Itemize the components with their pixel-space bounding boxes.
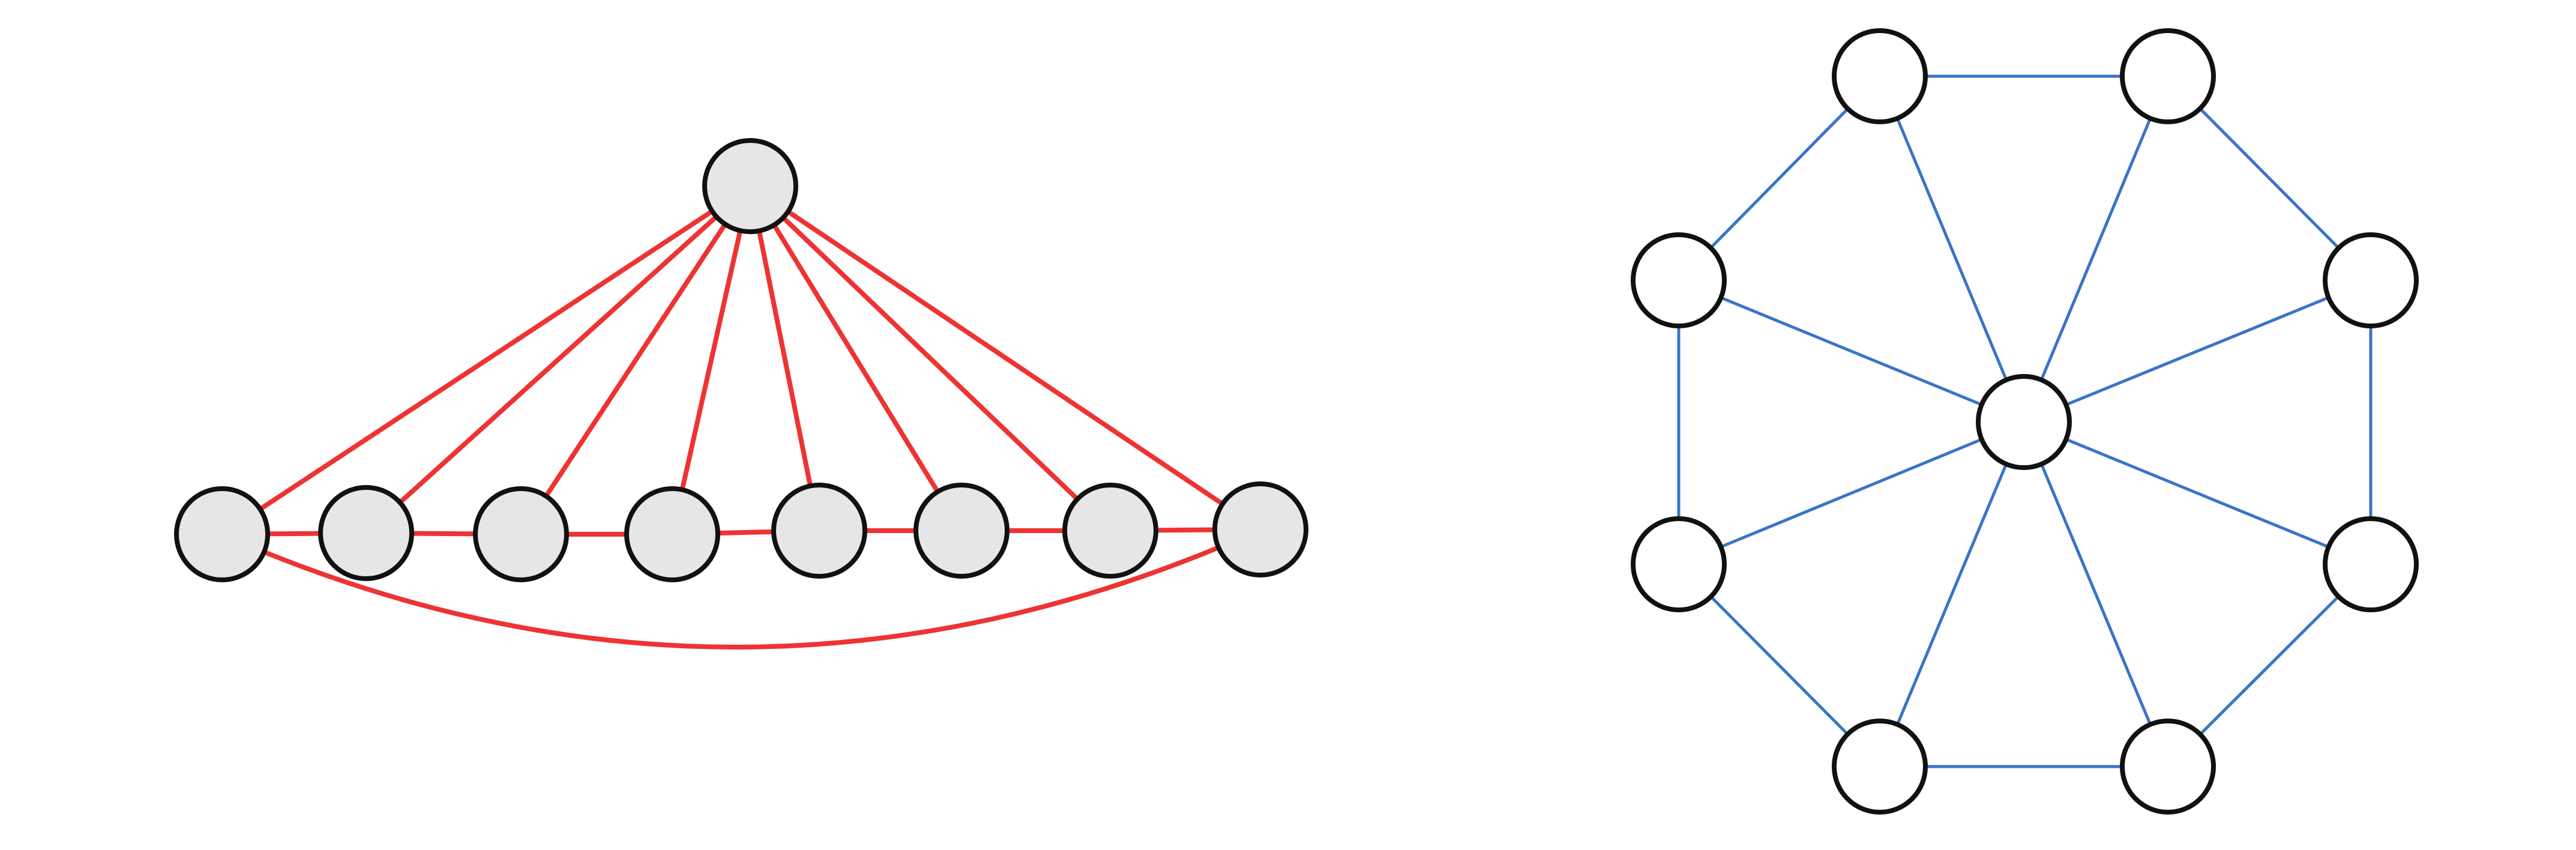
wheel-graph-node-8 [1631,232,1727,328]
wheel-graph-edge-0-6 [1878,421,2026,767]
wheel-graph-node-3 [2323,232,2419,328]
fan-graph-node-0 [702,138,798,234]
wheel-graph-edge-0-7 [1678,420,2024,566]
wheel-graph-node-4 [2323,516,2419,612]
wheel-graph-node-2 [2120,28,2216,124]
fan-graph-edge-0-7 [748,184,1112,532]
fan-graph-edge-0-1 [220,184,752,537]
wheel-graph-nodes [1631,28,2419,815]
wheel-graph-edge-0-8 [1678,279,2024,424]
wheel-graph-node-6 [1832,719,1928,815]
wheel-graph-edge-0-2 [2022,76,2170,423]
fan-graph-edge-0-6 [748,184,964,532]
wheel-graph-edge-0-5 [2022,421,2170,767]
fan-graph-node-7 [1062,483,1158,579]
wheel-graph-edge-0-4 [2023,420,2371,566]
fan-graph-node-5 [771,483,867,579]
wheel-graph-edge-0-3 [2023,279,2371,424]
fan-graph-edge-0-3 [519,184,753,536]
wheel-graph [1631,28,2419,815]
wheel-graph-node-7 [1631,516,1727,612]
fan-graph-edge-0-8 [748,184,1262,532]
fan-graph-node-4 [624,486,720,582]
wheel-graph-node-0 [1976,374,2072,470]
fan-graph-edge-1-8 [221,527,1262,650]
wheel-graph-edge-0-1 [1878,76,2026,423]
fan-graph-node-2 [318,485,414,581]
fan-graph-nodes [174,138,1308,582]
wheel-graph-node-1 [1832,28,1928,124]
fan-graph-edge-0-5 [748,185,822,531]
fan-graph-edge-0-2 [364,184,752,535]
fan-graph-node-3 [473,486,569,582]
fan-graph-node-8 [1212,481,1308,577]
wheel-graph-node-5 [2120,719,2216,815]
fan-graph-node-1 [174,486,270,582]
fan-graph-edge-0-4 [670,185,753,535]
fan-graph-node-6 [913,483,1010,579]
fan-graph [174,138,1308,650]
